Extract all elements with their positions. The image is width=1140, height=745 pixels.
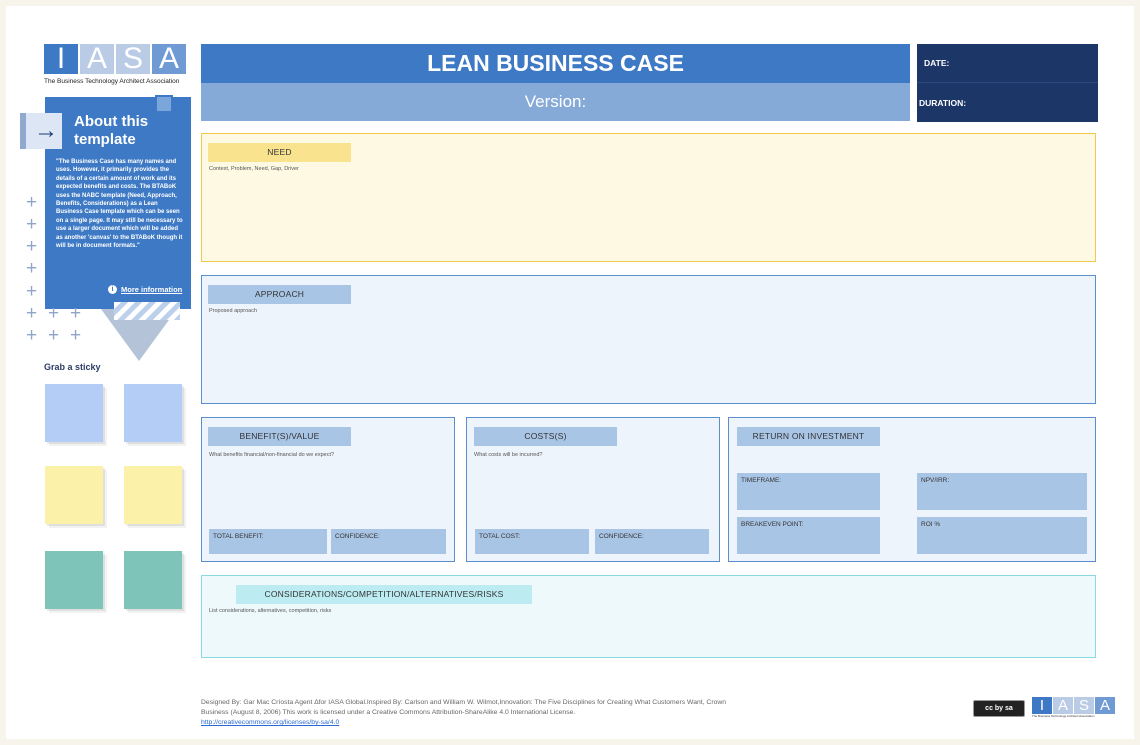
- plus-icon: +: [70, 303, 82, 324]
- benefit-confidence-field[interactable]: CONFIDENCE:: [331, 529, 446, 554]
- plus-icon: +: [26, 192, 38, 213]
- costs-section[interactable]: COSTS(S) What costs will be incurred? TO…: [466, 417, 720, 562]
- footer-credits-text: Designed By: Gar Mac Críosta Agent ∆for …: [201, 699, 727, 716]
- more-information-label: More information: [121, 285, 183, 294]
- sticky-note-teal[interactable]: [45, 551, 103, 609]
- timeframe-field[interactable]: TIMEFRAME:: [737, 473, 880, 510]
- about-title: About this template: [74, 113, 149, 148]
- need-hint: Context, Problem, Need, Gap, Driver: [209, 166, 299, 172]
- about-arrow-box: [20, 113, 62, 149]
- benefit-hint: What benefits financial/non-financial do…: [209, 452, 335, 458]
- footer-logo-letter: S: [1074, 697, 1094, 714]
- approach-label: APPROACH: [208, 285, 351, 304]
- version-field[interactable]: Version:: [201, 83, 910, 121]
- duration-field[interactable]: DURATION:: [917, 82, 1098, 122]
- considerations-label: CONSIDERATIONS/COMPETITION/ALTERNATIVES/…: [236, 585, 532, 604]
- need-section[interactable]: NEED Context, Problem, Need, Gap, Driver: [201, 133, 1096, 262]
- sticky-note-teal[interactable]: [124, 551, 182, 609]
- total-cost-field[interactable]: TOTAL COST:: [475, 529, 589, 554]
- grab-a-sticky-label: Grab a sticky: [44, 362, 101, 372]
- more-information-link[interactable]: i More information: [108, 285, 182, 294]
- footer-credits: Designed By: Gar Mac Críosta Agent ∆for …: [201, 698, 731, 728]
- benefit-section[interactable]: BENEFIT(S)/VALUE What benefits financial…: [201, 417, 455, 562]
- sticky-note-yellow[interactable]: [124, 466, 182, 524]
- plus-icon: +: [26, 281, 38, 302]
- footer-logo-letter: I: [1032, 697, 1052, 714]
- cost-confidence-field[interactable]: CONFIDENCE:: [595, 529, 709, 554]
- plus-icon: +: [26, 236, 38, 257]
- plus-icon: +: [26, 214, 38, 235]
- npv-irr-field[interactable]: NPV/IRR:: [917, 473, 1087, 510]
- need-label: NEED: [208, 143, 351, 162]
- plus-icon: +: [26, 258, 38, 279]
- plus-icon: +: [70, 325, 82, 346]
- roi-percent-field[interactable]: ROI %: [917, 517, 1087, 554]
- sticky-note-blue[interactable]: [124, 384, 182, 442]
- footer-iasa-logo: I A S A: [1032, 697, 1115, 714]
- considerations-hint: List considerations, alternatives, compe…: [209, 608, 332, 614]
- date-field[interactable]: DATE:: [917, 44, 1098, 82]
- about-description: "The Business Case has many names and us…: [56, 159, 183, 250]
- sticky-note-blue[interactable]: [45, 384, 103, 442]
- roi-section[interactable]: RETURN ON INVESTMENT TIMEFRAME: NPV/IRR:…: [728, 417, 1096, 562]
- arrow-right-icon: →: [34, 117, 58, 144]
- sticky-note-yellow[interactable]: [45, 466, 103, 524]
- footer-logo-subtitle: The Business Technology Architect Associ…: [1032, 714, 1095, 718]
- breakeven-point-field[interactable]: BREAKEVEN POINT:: [737, 517, 880, 554]
- iasa-logo: I A S A: [44, 44, 186, 74]
- costs-label: COSTS(S): [474, 427, 617, 446]
- logo-letter-i: I: [44, 44, 78, 74]
- logo-letter-a: A: [80, 44, 114, 74]
- logo-letter-a2: A: [152, 44, 186, 74]
- benefit-label: BENEFIT(S)/VALUE: [208, 427, 351, 446]
- creative-commons-badge-icon: cc by sa: [973, 700, 1025, 717]
- info-circle-icon: i: [108, 285, 117, 294]
- roi-label: RETURN ON INVESTMENT: [737, 427, 880, 446]
- about-arrow-bar: [20, 113, 26, 149]
- total-benefit-field[interactable]: TOTAL BENEFIT:: [209, 529, 327, 554]
- plus-icon: +: [26, 325, 38, 346]
- about-stripes-decoration: [114, 302, 180, 320]
- costs-hint: What costs will be incurred?: [474, 452, 543, 458]
- plus-icon: +: [26, 303, 38, 324]
- plus-icon: +: [48, 303, 60, 324]
- approach-section[interactable]: APPROACH Proposed approach: [201, 275, 1096, 404]
- approach-hint: Proposed approach: [209, 308, 258, 314]
- footer-logo-letter: A: [1095, 697, 1115, 714]
- about-template-card: [45, 97, 191, 309]
- considerations-section[interactable]: CONSIDERATIONS/COMPETITION/ALTERNATIVES/…: [201, 575, 1096, 658]
- logo-letter-s: S: [116, 44, 150, 74]
- logo-subtitle: The Business Technology Architect Associ…: [44, 78, 180, 85]
- license-link[interactable]: http://creativecommons.org/licenses/by-s…: [201, 719, 340, 726]
- footer-logo-letter: A: [1053, 697, 1073, 714]
- about-badge-icon: [155, 95, 173, 113]
- plus-icon: +: [48, 325, 60, 346]
- page-title: LEAN BUSINESS CASE: [201, 44, 910, 83]
